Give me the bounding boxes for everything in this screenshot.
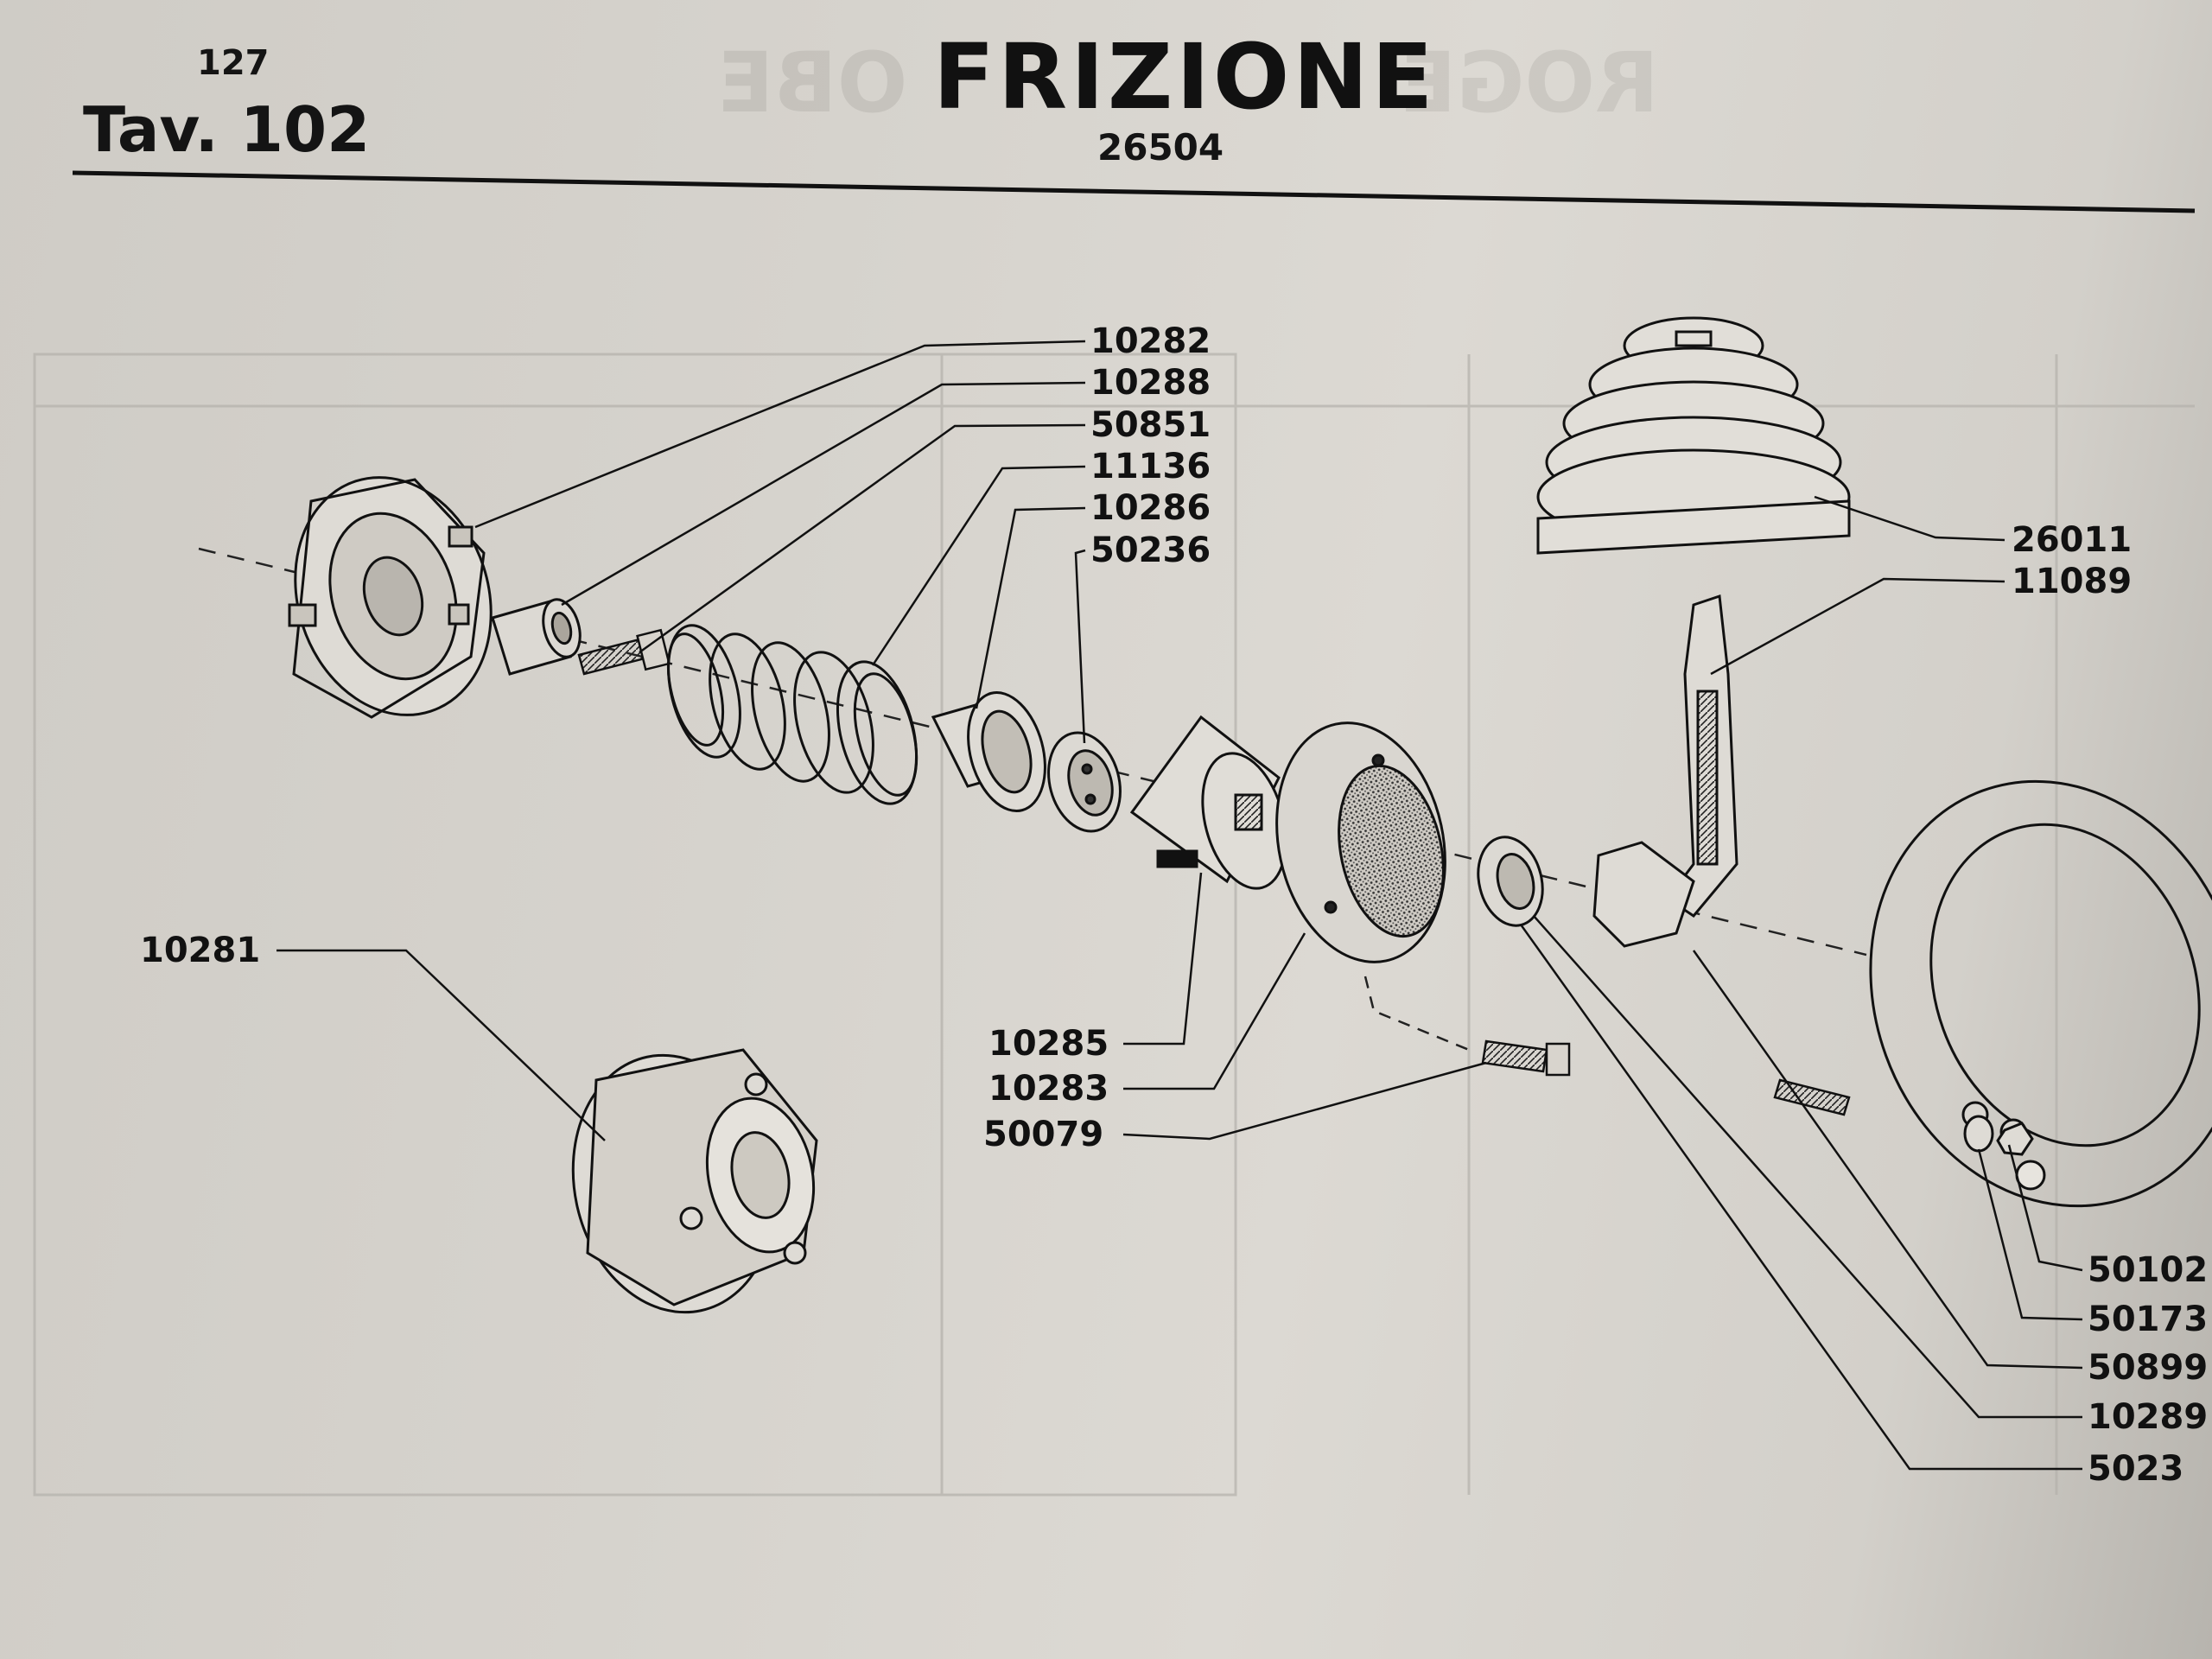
clutch-spring (666, 624, 918, 805)
callout-10288: 10288 (1090, 363, 1211, 403)
callout-50079: 50079 (983, 1115, 1103, 1154)
callout-50899: 50899 (2088, 1348, 2208, 1388)
bearing-50236 (1047, 731, 1122, 833)
plate-number: Tav. 102 (83, 93, 371, 166)
screw (577, 628, 671, 676)
callout-10286: 10286 (1090, 488, 1211, 528)
callout-26011: 26011 (2012, 520, 2132, 560)
bearing-housing (1275, 721, 1446, 963)
callout-50851: 50851 (1090, 405, 1211, 445)
page-code: 26504 (1097, 126, 1224, 168)
callout-10289: 10289 (2088, 1397, 2208, 1437)
ghost-table (33, 353, 2195, 1497)
nut-washer (1963, 1115, 2034, 1156)
callout-11089: 11089 (2012, 562, 2132, 601)
page-title: FRIZIONE (933, 24, 1437, 130)
stud (1773, 1078, 1851, 1116)
callout-10282: 10282 (1090, 321, 1211, 361)
callout-50102: 50102 (2088, 1250, 2208, 1290)
clutch-housing (288, 476, 493, 719)
callout-10281: 10281 (140, 931, 260, 970)
flywheel-plate (1869, 779, 2212, 1208)
bolt-guide (1363, 976, 1470, 1052)
callout-10283: 10283 (988, 1069, 1109, 1109)
thrust-cup (931, 691, 1046, 812)
assembled-clutch (571, 1048, 818, 1314)
callout-10285: 10285 (988, 1024, 1109, 1064)
bearing-10289 (1477, 836, 1544, 927)
bolt (1481, 1039, 1571, 1077)
clutch-fork (1592, 594, 1738, 948)
page-number: 127 (197, 43, 270, 83)
rubber-boot (1536, 316, 1851, 555)
callout-5023x: 5023 (2088, 1449, 2183, 1489)
leader-lines (276, 340, 2083, 1471)
header-rule (72, 170, 2196, 213)
drive-cone (1129, 715, 1287, 890)
callout-50236: 50236 (1090, 531, 1211, 570)
bushing (491, 598, 582, 676)
callout-11136: 11136 (1090, 447, 1211, 486)
callout-50173: 50173 (2088, 1300, 2208, 1339)
